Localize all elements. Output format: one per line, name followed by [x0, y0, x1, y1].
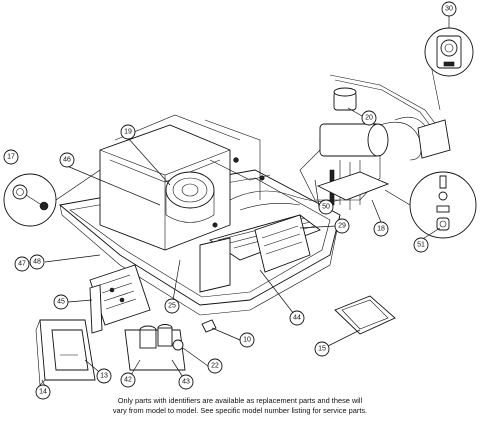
footnote-line-1: Only parts with identifiers are availabl…	[117, 396, 363, 405]
small-clip	[201, 319, 217, 333]
leader-lines	[41, 16, 450, 393]
callout-48: 48	[29, 254, 45, 270]
callout-30: 30	[441, 1, 457, 17]
callout-44: 44	[289, 310, 305, 326]
callout-18: 18	[373, 221, 389, 237]
svg-text:50: 50	[322, 204, 330, 211]
svg-text:17: 17	[7, 154, 15, 161]
svg-text:43: 43	[182, 379, 190, 386]
front-panel	[35, 319, 96, 386]
terminal-board	[89, 264, 151, 334]
pump-assembly	[124, 324, 186, 371]
callout-29: 29	[334, 218, 350, 234]
svg-text:14: 14	[39, 389, 47, 396]
refrigerant-tubing	[329, 59, 451, 161]
svg-text:10: 10	[243, 337, 251, 344]
svg-text:19: 19	[124, 129, 132, 136]
callout-13: 13	[96, 368, 112, 384]
callout-15: 15	[314, 341, 330, 357]
svg-text:22: 22	[211, 363, 219, 370]
footnote-line-2: vary from model to model. See specific m…	[112, 406, 368, 415]
callout-14: 14	[35, 384, 51, 400]
callout-25: 25	[164, 298, 180, 314]
control-box	[254, 214, 311, 273]
blower-wheel	[165, 171, 215, 223]
svg-text:30: 30	[445, 6, 453, 13]
capacitor	[333, 87, 357, 111]
svg-text:15: 15	[318, 346, 326, 353]
svg-text:42: 42	[124, 377, 132, 384]
callout-45: 45	[53, 294, 69, 310]
svg-text:29: 29	[338, 223, 346, 230]
callout-10: 10	[239, 332, 255, 348]
detail-circle-top-right	[424, 27, 474, 77]
callout-46: 46	[59, 152, 75, 168]
callout-19: 19	[120, 124, 136, 140]
callout-20: 20	[361, 110, 377, 126]
svg-text:25: 25	[168, 303, 176, 310]
callout-42: 42	[120, 372, 136, 388]
callout-50: 50	[318, 199, 334, 215]
svg-text:48: 48	[33, 259, 41, 266]
svg-text:13: 13	[100, 373, 108, 380]
svg-text:45: 45	[57, 299, 65, 306]
callout-47: 47	[14, 256, 30, 272]
callout-43: 43	[178, 374, 194, 390]
svg-text:46: 46	[63, 157, 71, 164]
svg-text:20: 20	[365, 115, 373, 122]
detail-circle-right	[384, 171, 477, 239]
compressor-assembly	[299, 123, 390, 210]
svg-text:44: 44	[293, 315, 301, 322]
callout-51: 51	[413, 237, 429, 253]
callout-17: 17	[3, 149, 19, 165]
callout-22: 22	[207, 358, 223, 374]
svg-text:51: 51	[417, 242, 425, 249]
filter-pad	[334, 295, 396, 335]
svg-text:18: 18	[377, 226, 385, 233]
svg-text:47: 47	[18, 261, 26, 268]
detail-circle-left	[3, 169, 101, 227]
footnote: Only parts with identifiers are availabl…	[60, 396, 420, 416]
